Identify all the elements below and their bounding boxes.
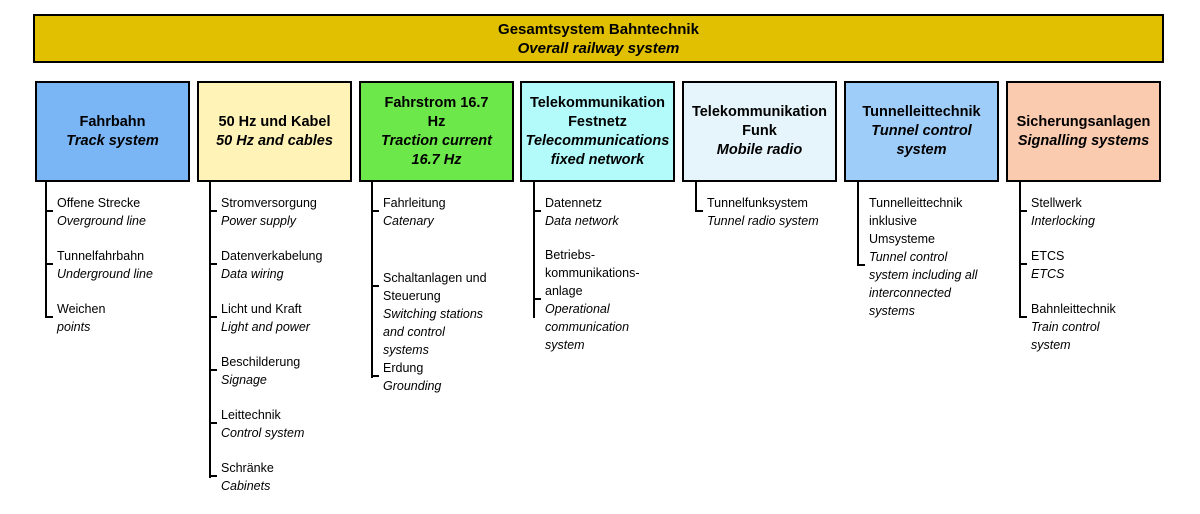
item-de: Schaltanlagen und Steuerung	[383, 271, 487, 303]
category-title-de: 50 Hz und Kabel	[218, 113, 331, 130]
category-title-en: Tunnel control system	[871, 123, 972, 158]
tree-tick	[209, 316, 217, 318]
tree-tick	[533, 210, 541, 212]
item-de: Tunnelleittechnik inklusive Umsysteme	[869, 196, 963, 246]
item-de: Datennetz	[545, 196, 602, 210]
tree-tick	[371, 210, 379, 212]
item-de: Datenverkabelung	[221, 249, 323, 263]
item-de: Stellwerk	[1031, 196, 1082, 210]
category-box-telecom-fixed: Telekommunikation Festnetz Telecommunica…	[520, 81, 675, 182]
item-en: Tunnel radio system	[707, 214, 819, 228]
category-title-de: Sicherungsanlagen	[1016, 113, 1151, 130]
tree-tick	[45, 263, 53, 265]
item-en: Switching stations and control systems	[383, 307, 484, 357]
category-box-telecom-radio: Telekommunikation Funk Mobile radio	[682, 81, 837, 182]
item-de: ETCS	[1031, 249, 1065, 263]
item-en: Cabinets	[221, 479, 271, 493]
item-de: Tunnelfunksystem	[707, 196, 808, 210]
category-title-de: Fahrstrom 16.7 Hz	[384, 94, 489, 130]
category-title-de: Tunnelleittechnik	[862, 104, 981, 120]
tree-connector-line	[695, 182, 697, 212]
item-en: points	[57, 320, 91, 334]
category-box-track: Fahrbahn Track system	[35, 81, 190, 182]
item-en: Catenary	[383, 214, 434, 228]
category-title-en: Signalling systems	[1017, 132, 1150, 149]
tree-connector-line	[857, 182, 859, 264]
item-en: Grounding	[383, 379, 442, 393]
tree-tick	[45, 316, 53, 318]
tree-tick	[1019, 263, 1027, 265]
item-en: Signage	[221, 373, 267, 387]
item-en: Data wiring	[221, 267, 284, 281]
category-box-traction: Fahrstrom 16.7 Hz Traction current 16.7 …	[359, 81, 514, 182]
category-title-en: Traction current 16.7 Hz	[381, 132, 492, 168]
tree-tick	[45, 210, 53, 212]
category-title-en: Telecommunications fixed network	[525, 132, 670, 168]
item-en: Train control system	[1031, 320, 1100, 352]
tree-tick	[371, 285, 379, 287]
item-de: Beschilderung	[221, 355, 301, 369]
item-de: Fahrleitung	[383, 196, 446, 210]
item-en: Light and power	[221, 320, 310, 334]
item-de: Bahnleittechnik	[1031, 302, 1116, 316]
tree-connector-line	[45, 182, 47, 318]
tree-tick	[695, 210, 703, 212]
category-box-50hz: 50 Hz und Kabel 50 Hz and cables	[197, 81, 352, 182]
item-de: Stromversorgung	[221, 196, 317, 210]
tree-tick	[1019, 316, 1027, 318]
item-de: Offene Strecke	[57, 196, 141, 210]
tree-connector-line	[1019, 182, 1021, 318]
item-de: Erdung	[383, 361, 424, 375]
category-title-de: Telekommunikation Festnetz	[529, 94, 666, 130]
tree-tick	[209, 263, 217, 265]
category-title-de: Fahrbahn	[79, 113, 146, 130]
tree-tick	[209, 210, 217, 212]
item-en: Overground line	[57, 214, 146, 228]
top-title-en: Overall railway system	[517, 40, 680, 57]
tree-tick	[371, 375, 379, 377]
category-title-en: 50 Hz and cables	[216, 132, 333, 149]
top-title-de: Gesamtsystem Bahntechnik	[498, 21, 699, 38]
item-de: Weichen	[57, 302, 106, 316]
item-en: Control system	[221, 426, 305, 440]
item-en: Data network	[545, 214, 619, 228]
item-de: Betriebs-kommunikations-anlage	[545, 248, 640, 298]
item-de: Licht und Kraft	[221, 302, 302, 316]
category-title-en: Track system	[66, 132, 159, 149]
top-system-box: Gesamtsystem Bahntechnik Overall railway…	[33, 14, 1164, 63]
tree-tick	[209, 369, 217, 371]
tree-tick	[533, 298, 541, 300]
item-en: Interlocking	[1031, 214, 1095, 228]
tree-tick	[857, 264, 865, 266]
item-de: Leittechnik	[221, 408, 281, 422]
item-en: Tunnel control system including all inte…	[869, 250, 978, 318]
tree-connector-line	[371, 182, 373, 378]
item-en: Underground line	[57, 267, 153, 281]
tree-connector-line	[209, 182, 211, 478]
category-box-signalling: Sicherungsanlagen Signalling systems	[1006, 81, 1161, 182]
category-title-en: Mobile radio	[716, 142, 803, 158]
tree-tick	[209, 422, 217, 424]
item-en: Operational communication system	[545, 302, 630, 352]
item-de: Tunnelfahrbahn	[57, 249, 145, 263]
item-de: Schränke	[221, 461, 274, 475]
item-en: Power supply	[221, 214, 297, 228]
tree-connector-line	[533, 182, 535, 318]
item-en: ETCS	[1031, 267, 1065, 281]
tree-tick	[1019, 210, 1027, 212]
category-box-tunnel-control: Tunnelleittechnik Tunnel control system	[844, 81, 999, 182]
tree-tick	[209, 475, 217, 477]
category-title-de: Telekommunikation Funk	[691, 104, 828, 139]
